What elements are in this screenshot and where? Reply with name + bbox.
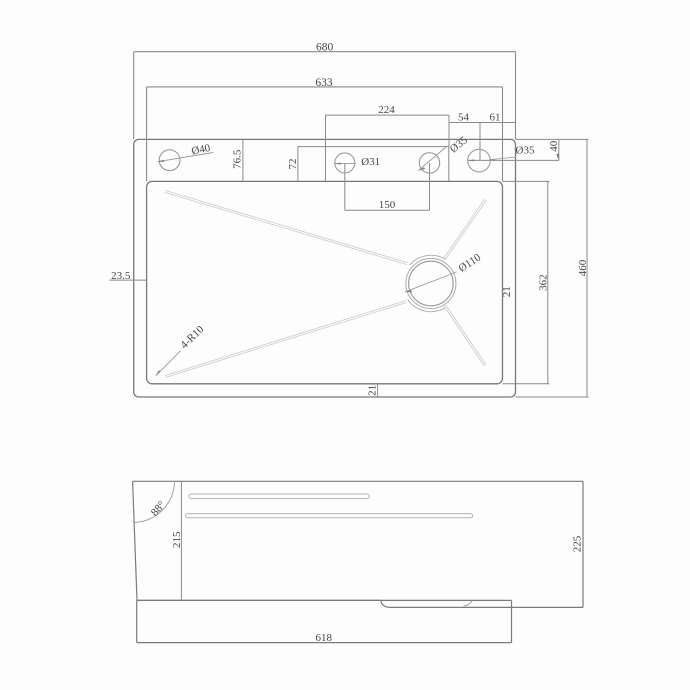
svg-text:40: 40 (548, 140, 560, 152)
svg-text:54: 54 (458, 112, 470, 124)
svg-text:Ø40: Ø40 (190, 142, 212, 158)
svg-text:224: 224 (378, 104, 395, 116)
svg-text:680: 680 (316, 41, 334, 53)
svg-text:Ø31: Ø31 (361, 156, 380, 168)
svg-text:72: 72 (287, 159, 299, 170)
svg-text:215: 215 (171, 531, 183, 548)
svg-text:225: 225 (572, 535, 584, 552)
svg-text:21: 21 (501, 286, 513, 297)
svg-text:633: 633 (315, 77, 333, 89)
svg-text:23.5: 23.5 (111, 270, 131, 282)
svg-text:460: 460 (577, 259, 589, 276)
svg-text:61: 61 (490, 112, 501, 124)
svg-text:21: 21 (367, 385, 379, 396)
svg-text:618: 618 (315, 632, 332, 644)
svg-text:362: 362 (538, 274, 550, 291)
svg-text:Ø35: Ø35 (516, 145, 535, 157)
svg-text:150: 150 (379, 199, 396, 211)
svg-text:76.5: 76.5 (231, 149, 243, 169)
